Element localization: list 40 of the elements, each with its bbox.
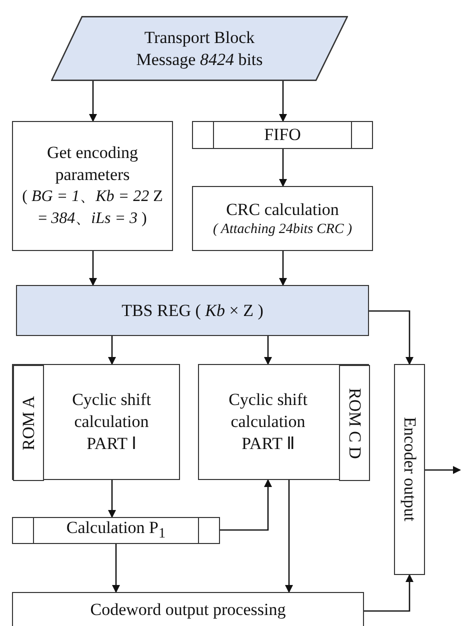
box-note: ( Attaching 24bits CRC ) <box>213 220 352 238</box>
arrow <box>425 466 461 474</box>
box-note: ( BG = 1、Kb = 22 Z = 384、iLs = 3 ) <box>21 187 164 229</box>
box-label: Transport Block Message 8424 bits <box>135 26 264 70</box>
arrow <box>279 251 287 286</box>
arrow <box>364 574 414 612</box>
arrow <box>279 81 287 122</box>
arrow <box>220 479 272 531</box>
box-label: FIFO <box>264 124 301 146</box>
arrow <box>108 480 116 518</box>
process-box <box>12 121 173 251</box>
box-label: Cyclic shift calculation PART Ⅰ <box>71 389 152 455</box>
arrow <box>369 310 414 365</box>
process-box <box>192 186 373 251</box>
arrow <box>285 480 293 593</box>
arrow <box>264 336 272 365</box>
box-label: ROM C D <box>344 388 366 458</box>
box-label: TBS REG ( Kb × Z ) <box>122 300 264 322</box>
box-label: Encoder output <box>400 417 420 522</box>
box-label: CRC calculation <box>226 198 339 220</box>
process-box <box>12 592 364 626</box>
arrow <box>108 336 116 365</box>
output-box <box>394 364 425 575</box>
register-box <box>12 517 220 544</box>
rom-strip <box>339 365 370 481</box>
arrow <box>279 149 287 187</box>
process-box <box>12 364 180 480</box>
box-label: Codeword output processing <box>90 599 286 621</box>
rom-strip <box>13 365 44 481</box>
register-box <box>16 285 369 336</box>
box-label: ROM A <box>18 396 38 450</box>
arrow <box>112 544 120 593</box>
box-label: Calculation P$_{1}$ <box>66 516 166 544</box>
box-label: Cyclic shift calculation PART Ⅱ <box>228 389 308 455</box>
fifo-buffer <box>192 121 373 149</box>
input-parallelogram <box>51 16 348 81</box>
arrow <box>89 81 97 122</box>
box-label: Get encoding parameters <box>46 142 140 186</box>
arrow <box>89 251 97 286</box>
process-box <box>198 364 369 480</box>
